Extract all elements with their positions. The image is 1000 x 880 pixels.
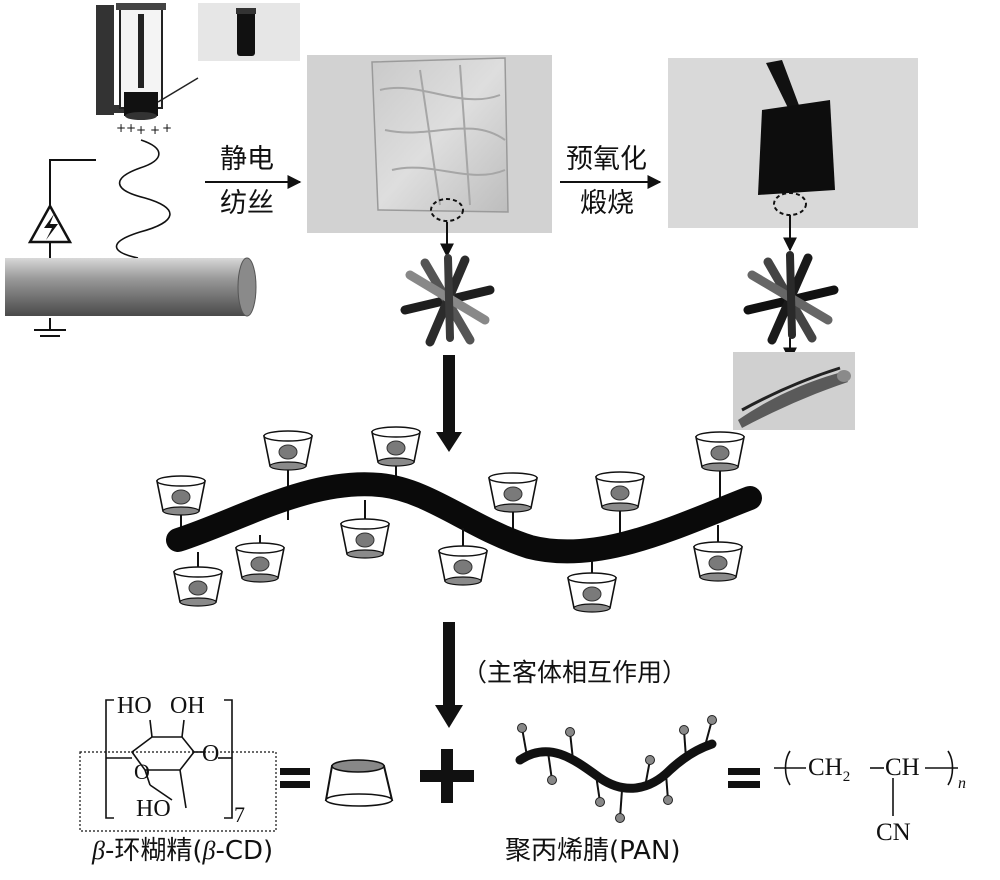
cd-cup [488,472,538,545]
n-subscript: n [958,775,966,792]
o-bridge-label: O [202,741,220,767]
cd-cup [695,431,745,506]
ch2-label: CH2 [808,755,850,785]
preoxidation-label: 预氧化 [566,144,647,175]
cd-cup [567,560,617,613]
carbonized-mat-photo [668,58,918,228]
pan-fiber-backbone [166,472,762,564]
ch2-subscript: 2 [842,769,851,785]
stand-post [96,5,114,115]
cd-cup [595,471,645,540]
cd-cup [173,552,223,607]
cd-cups-bottom [173,500,743,613]
dotted-box [79,751,277,832]
polymer-jet [115,139,171,259]
ho-label-top: HO [117,693,152,719]
charge-plus-signs: ++ + + + [116,121,172,137]
calcination-label: 煅烧 [580,188,634,219]
tem-fiber-micrograph [733,352,855,430]
oh-label-top: OH [170,693,205,719]
beta-cd-structure [79,699,277,832]
cd-cup [263,430,313,520]
svg-text:+: + [150,123,160,137]
right-bracket [224,699,233,819]
fiber-bundle-2 [743,251,839,345]
svg-text:+: + [162,121,172,135]
big-arrow-1 [436,355,462,452]
collector-drum-end [237,257,257,317]
sample-circle [430,198,464,222]
electrospinning-label-line1: 静电 [220,144,274,175]
stand-bar [96,105,136,113]
plus-sign [420,749,474,803]
repeat-7-subscript: 7 [234,802,245,827]
syringe-plunger-cap [116,3,166,10]
ch-label: CH [885,754,920,781]
host-guest-interaction-label: （主客体相互作用） [462,658,688,687]
beta-cd-caption-tail: -CD) [215,836,274,866]
white-nanofiber-mat-photo [307,55,552,233]
cd-cup [693,525,743,582]
solution-vial-photo [198,3,300,61]
equals-sign-1 [280,768,310,788]
fiber-bundle-1 [400,254,495,347]
pan-caption: 聚丙烯腈(PAN) [505,836,681,866]
cd-cup-symbol [324,759,394,807]
ground-icon [34,329,66,337]
electrospinning-label-line2: 纺丝 [220,188,274,219]
collector-drum [5,258,247,316]
cd-cup [235,535,285,583]
ho-label-bottom: HO [136,796,171,822]
cn-label: CN [876,819,911,846]
cd-cup [156,475,206,528]
lightning-bolt-icon [44,214,58,240]
cd-cup [438,528,488,586]
electrospinning-apparatus: ++ + + + [5,3,257,337]
left-bracket [105,699,114,819]
beta-symbol: β [92,836,105,865]
beta-symbol-2: β [202,836,216,865]
beta-cd-caption: β-环糊精(β-CD) [92,836,274,866]
big-arrow-2 [435,622,463,728]
ch2-text: CH [808,754,843,781]
equals-sign-2 [728,768,760,788]
zoom-line [157,77,199,103]
svg-text:++: ++ [116,121,136,135]
o-ring-label: O [134,759,150,784]
circuit-wire [49,159,96,330]
spinneret-nozzle [125,112,157,120]
pan-structure-bonds [774,750,958,816]
syringe-plunger-rod [138,14,144,88]
beta-cd-caption-text: -环糊精( [104,836,203,866]
svg-text:+: + [136,123,146,137]
pan-chain-symbol [515,715,717,823]
cd-cups-top [156,426,745,545]
cd-cup [340,500,390,559]
